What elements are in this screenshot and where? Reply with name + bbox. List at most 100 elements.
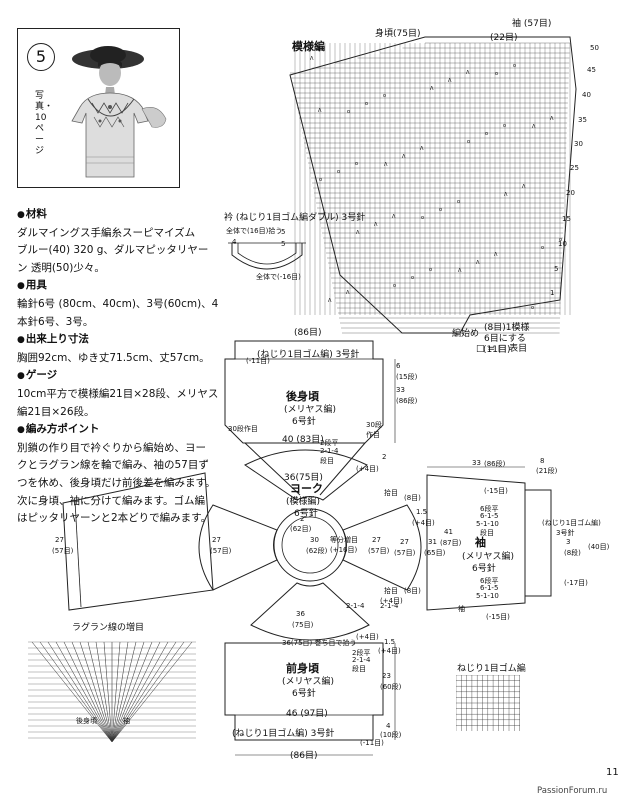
back-rib-dec: (-11目) — [246, 357, 270, 365]
back-yoke-tip: 2 — [382, 453, 387, 461]
row-number: 35 — [578, 116, 587, 124]
front-side-len: 23 — [382, 672, 391, 680]
grid-line — [87, 641, 113, 743]
front-width: 46 (97目) — [286, 709, 328, 719]
chart-symbol: Λ — [550, 116, 554, 122]
chart-symbol: o — [457, 199, 460, 205]
row-number: 25 — [570, 164, 579, 172]
chart-band-sub1: 6目にする — [484, 334, 526, 344]
raglan-chart — [28, 641, 196, 743]
chart-symbol: o — [541, 245, 544, 251]
sleeve-left-len: 27 — [55, 536, 64, 544]
chart-symbol: Λ — [346, 290, 350, 296]
chart-symbol: Λ — [392, 214, 396, 220]
yoke-title: ヨーク — [290, 482, 323, 495]
front-rib-rows: (10段) — [380, 731, 402, 739]
sleeve-rows7: 5-1-10 — [476, 592, 499, 600]
chart-symbol: Λ — [458, 268, 462, 274]
back-needle: 6号針 — [292, 417, 316, 427]
chart-band-label: (8目)1模様 — [484, 323, 530, 333]
yoke-left-len: 27 — [212, 536, 221, 544]
sleeve-title: 袖 — [475, 536, 486, 549]
chart-legend: □ = □ 表目 — [476, 344, 528, 354]
yoke-center-rows: (62段) — [306, 547, 328, 555]
chart-symbol: Λ — [402, 154, 406, 160]
collar-rows-left: 4 — [232, 238, 237, 246]
chart-symbol: Λ — [494, 252, 498, 258]
grid-line — [39, 641, 113, 743]
photo-box: 5 写真・10ページ — [17, 28, 180, 188]
sleeve-len6: (57目) — [394, 549, 416, 557]
chart-symbol: Λ — [466, 70, 470, 76]
raglan-right-label: 袖 — [123, 717, 130, 725]
chart-symbol: Λ — [448, 78, 452, 84]
grid-line — [79, 641, 113, 743]
collar-fold-note: 全体で(16目)拾う — [226, 227, 283, 235]
collar-bottom-note: 全体で(-16目) — [256, 273, 301, 281]
row-number: 45 — [587, 66, 596, 74]
chart-symbol: Λ — [532, 124, 536, 130]
raglan-left-label: 後身頃 — [76, 717, 97, 725]
back-right-note2: 作目 — [366, 431, 380, 439]
chart-title: 模様編 — [292, 40, 325, 53]
chart-symbol: Λ — [504, 192, 508, 198]
chart-symbol: o — [503, 123, 506, 129]
grid-line — [111, 641, 121, 743]
chart-symbol: o — [347, 109, 350, 115]
front-rib-cm: 4 — [386, 722, 391, 730]
grid-line — [111, 641, 169, 743]
chart-symbol: o — [439, 207, 442, 213]
sleeve-width-top: 33 — [472, 459, 481, 467]
chart-symbol: o — [467, 139, 470, 145]
back-width: (86目) — [294, 328, 322, 338]
grid-line — [111, 641, 137, 743]
sleeve-rib-len: (40目) — [588, 543, 610, 551]
sleeve-w-inc2: (+4目) — [412, 519, 435, 527]
sleeve-len5: 27 — [400, 538, 409, 546]
chart-symbol: o — [319, 177, 322, 183]
grid-line — [31, 641, 113, 743]
collar-rows-right-top: 5 — [281, 228, 286, 236]
front-bottom: (86目) — [290, 751, 318, 761]
sleeve-needle: 6号針 — [472, 564, 496, 574]
sleeve-label-bottom: 袖 — [458, 605, 465, 613]
knitting-points-body: 別鎖の作り目で衿ぐりから編始め、ヨー クとラグラン線を輪で編み、袖の57目ず つ… — [17, 441, 216, 525]
sleeve-rib-side: 2-1-4 — [346, 602, 365, 610]
chart-symbol: o — [365, 101, 368, 107]
sleeve-length-right2: (21段) — [536, 467, 558, 475]
chart-symbol: o — [559, 237, 562, 243]
raglan-title: ラグラン線の増目 — [72, 623, 145, 633]
yoke-center: 30 — [310, 536, 319, 544]
front-needle: 6号針 — [292, 689, 316, 699]
chart-symbol: o — [383, 93, 386, 99]
materials-head: 材料 — [17, 206, 222, 225]
chart-symbol: Λ — [430, 86, 434, 92]
chart-symbol: o — [421, 215, 424, 221]
grid-line — [103, 641, 113, 743]
back-dec2: 2-1-4 — [320, 447, 339, 455]
back-side-top: 6 — [396, 362, 401, 370]
front-rib: (ねじり1目ゴム編) 3号針 — [232, 729, 335, 739]
sleeve-rib-title: (ねじり1目ゴム編) — [542, 519, 601, 527]
gauge-body: 10cm平方で模様編21目×28段、メリヤス 編21目×26段。 — [17, 387, 219, 418]
chart-symbol: Λ — [356, 230, 360, 236]
back-dec3: 段目 — [320, 457, 334, 465]
finished-size-head: 出来上り寸法 — [17, 331, 222, 350]
collar-diagram — [228, 242, 306, 270]
yoke-left-rows: (57目) — [210, 547, 232, 555]
grid-line — [111, 641, 129, 743]
sleeve-rows6: 6-1-5 — [480, 584, 499, 592]
front-title: 前身頃 — [286, 662, 319, 675]
grid-line — [111, 641, 161, 743]
row-number: 30 — [574, 140, 583, 148]
front-side-rows: (60段) — [380, 683, 402, 691]
yoke-even-inc2: (+16目) — [330, 546, 358, 554]
chart-start-label: 編始め — [452, 329, 480, 339]
page-number: 11 — [606, 767, 619, 778]
chart-symbol: o — [429, 267, 432, 273]
sleeve-rows1: 6段平 — [480, 505, 499, 513]
grid-line — [71, 641, 113, 743]
row-number: 10 — [558, 240, 567, 248]
row-number: 5 — [554, 265, 559, 273]
sleeve-rows3: 5-1-10 — [476, 520, 499, 528]
